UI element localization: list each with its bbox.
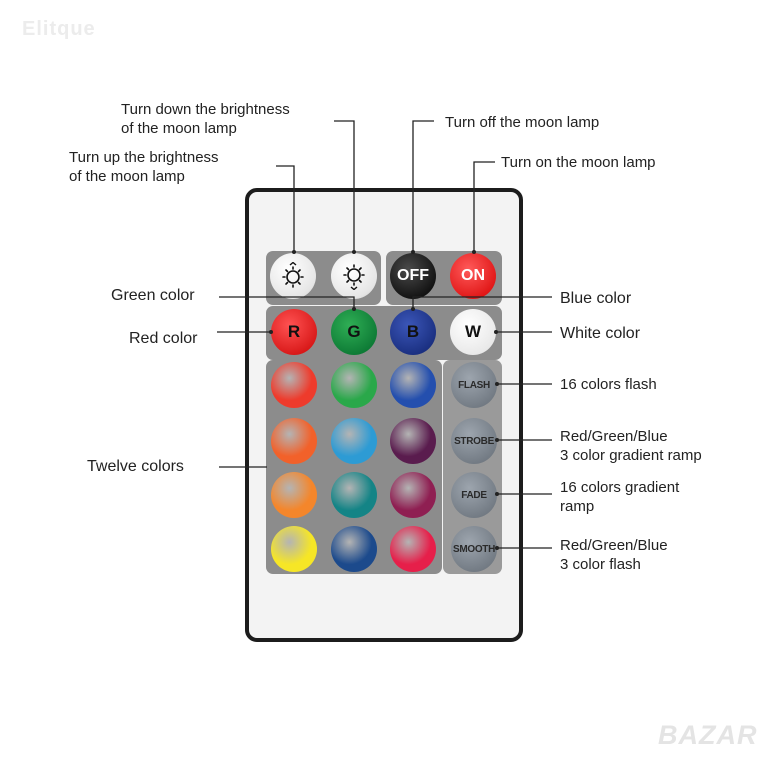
label-green: Green color [111, 287, 195, 304]
color-button-r2-c3[interactable] [390, 418, 436, 464]
red-button[interactable]: R [271, 309, 317, 355]
label-red: Red color [129, 330, 198, 347]
callout-line-blue [412, 296, 552, 309]
color-button-r4-c1[interactable] [271, 526, 317, 572]
brightness-up-button[interactable] [270, 253, 316, 299]
callout-line-turn-on [473, 161, 495, 252]
sun-up-icon [282, 262, 304, 288]
color-button-r4-c2[interactable] [331, 526, 377, 572]
watermark-top-left: Elitque [22, 18, 96, 40]
color-button-r1-c2[interactable] [331, 362, 377, 408]
smooth-button[interactable]: SMOOTH [451, 526, 497, 572]
strobe-button[interactable]: STROBE [451, 418, 497, 464]
fade-button[interactable]: FADE [451, 472, 497, 518]
white-button[interactable]: W [450, 309, 496, 355]
brightness-down-button[interactable] [331, 253, 377, 299]
color-button-r3-c3[interactable] [390, 472, 436, 518]
off-button[interactable]: OFF [390, 253, 436, 299]
callout-line-brightness-down [334, 120, 355, 252]
color-button-r1-c1[interactable] [271, 362, 317, 408]
color-button-r2-c1[interactable] [271, 418, 317, 464]
label-blue: Blue color [560, 290, 632, 307]
color-button-r3-c2[interactable] [331, 472, 377, 518]
label-twelve-colors: Twelve colors [87, 458, 184, 475]
label-white: White color [560, 325, 641, 342]
on-button[interactable]: ON [450, 253, 496, 299]
flash-button[interactable]: FLASH [451, 362, 497, 408]
color-button-r2-c2[interactable] [331, 418, 377, 464]
callout-line-green [219, 296, 355, 309]
blue-button[interactable]: B [390, 309, 436, 355]
label-turn-on: Turn on the moon lamp [501, 154, 656, 171]
color-button-r1-c3[interactable] [390, 362, 436, 408]
label-turn-off: Turn off the moon lamp [445, 114, 600, 131]
callout-line-turn-off [412, 120, 434, 252]
green-button[interactable]: G [331, 309, 377, 355]
color-button-r4-c3[interactable] [390, 526, 436, 572]
watermark-bottom-right: BAZAR [658, 720, 758, 750]
sun-down-icon [343, 264, 365, 290]
color-button-r3-c1[interactable] [271, 472, 317, 518]
label-flash: 16 colors flash [560, 376, 657, 393]
callout-line-brightness-up [276, 165, 295, 252]
